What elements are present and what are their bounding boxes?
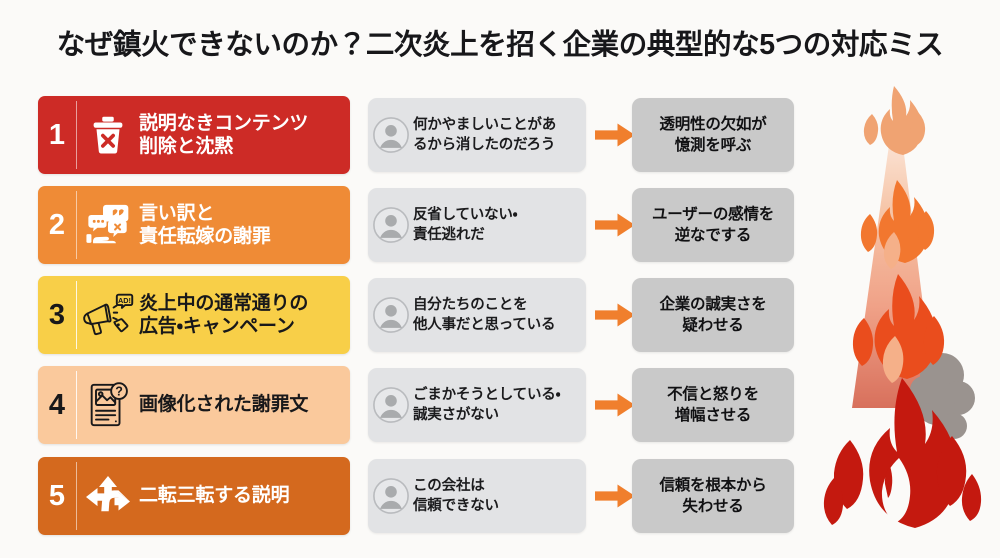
svg-text:?: ?: [115, 384, 123, 398]
result-box-5: 信頼を根本から 失わせる: [632, 459, 794, 533]
trash-delete-icon: [77, 104, 139, 166]
card-divider: [76, 101, 77, 169]
card-label-4: 画像化された謝罪文: [139, 394, 309, 416]
arrow-right-icon: [594, 122, 636, 148]
arrow-right-icon: [594, 392, 636, 418]
user-avatar-icon: [371, 476, 411, 516]
card-label-3: 炎上中の通常通りの 広告・キャンペーン: [139, 292, 309, 337]
step-row-1: 1 説明なきコンテンツ 削除と沈黙 何かやましいことがあ る: [0, 96, 800, 174]
result-box-4: 不信と怒りを 増幅させる: [632, 368, 794, 442]
result-text-3: 企業の誠実さを 疑わせる: [659, 295, 767, 334]
card-divider: [76, 371, 77, 439]
voice-text-5: この会社は 信頼できない: [413, 478, 499, 514]
mistake-card-4[interactable]: 4 ? 画像化された謝罪文: [38, 366, 350, 444]
result-box-1: 透明性の欠如が 憶測を呼ぶ: [632, 98, 794, 172]
voice-text-3: 自分たちのことを 他人事だと思っている: [413, 297, 556, 333]
card-number-5: 5: [48, 479, 66, 512]
result-text-2: ユーザーの感情を 逆なでする: [651, 205, 775, 244]
card-number-1: 1: [48, 118, 66, 151]
result-box-2: ユーザーの感情を 逆なでする: [632, 188, 794, 262]
result-box-3: 企業の誠実さを 疑わせる: [632, 278, 794, 352]
card-number-3: 3: [48, 298, 66, 331]
mistake-card-2[interactable]: 2 言い訳と 責任転嫁の謝罪: [38, 186, 350, 264]
mistake-card-3[interactable]: 3 AD! 炎上中の通常通りの 広告・キャ: [38, 276, 350, 354]
step-row-4: 4 ? 画像化された謝罪文: [0, 366, 800, 444]
step-row-5: 5 二転三転する説明 この会社は 信頼できない: [0, 457, 800, 535]
page-title: なぜ鎮火できないのか？二次炎上を招く企業の典型的な5つの対応ミス: [56, 29, 944, 61]
card-label-2: 言い訳と 責任転嫁の謝罪: [139, 202, 271, 247]
card-label-5: 二転三転する説明: [139, 485, 290, 507]
mistake-card-1[interactable]: 1 説明なきコンテンツ 削除と沈黙: [38, 96, 350, 174]
user-avatar-icon: [371, 385, 411, 425]
result-text-5: 信頼を根本から 失わせる: [659, 476, 767, 515]
user-voice-box-4: ごまかそうとしている・ 誠実さがない: [368, 368, 586, 442]
user-avatar-icon: [371, 205, 411, 245]
burning-flame-illustration: [806, 78, 996, 558]
voice-text-2: 反省していない・ 責任逃れだ: [413, 207, 518, 243]
card-number-4: 4: [48, 388, 66, 421]
card-label-1: 説明なきコンテンツ 削除と沈黙: [139, 112, 309, 157]
step-row-2: 2 言い訳と 責任転嫁の謝罪: [0, 186, 800, 264]
voice-text-4: ごまかそうとしている・ 誠実さがない: [413, 387, 561, 423]
result-text-4: 不信と怒りを 増幅させる: [667, 385, 759, 424]
card-number-2: 2: [48, 208, 66, 241]
user-voice-box-1: 何かやましいことがあ るから消したのだろう: [368, 98, 586, 172]
user-voice-box-5: この会社は 信頼できない: [368, 459, 586, 533]
smoke-puff: [910, 353, 975, 439]
card-divider: [76, 462, 77, 530]
user-avatar-icon: [371, 115, 411, 155]
image-document-question-icon: ?: [77, 374, 139, 436]
card-divider: [76, 281, 77, 349]
step-row-3: 3 AD! 炎上中の通常通りの 広告・キャ: [0, 276, 800, 354]
user-avatar-icon: [371, 295, 411, 335]
megaphone-ad-icon: AD!: [77, 284, 139, 346]
arrow-right-icon: [594, 302, 636, 328]
user-voice-box-2: 反省していない・ 責任逃れだ: [368, 188, 586, 262]
speech-bubbles-hand-icon: [77, 194, 139, 256]
three-way-arrows-icon: [77, 465, 139, 527]
svg-text:AD!: AD!: [118, 296, 131, 305]
user-voice-box-3: 自分たちのことを 他人事だと思っている: [368, 278, 586, 352]
mistake-card-5[interactable]: 5 二転三転する説明: [38, 457, 350, 535]
voice-text-1: 何かやましいことがあ るから消したのだろう: [413, 117, 556, 153]
card-divider: [76, 191, 77, 259]
arrow-right-icon: [594, 483, 636, 509]
arrow-right-icon: [594, 212, 636, 238]
result-text-1: 透明性の欠如が 憶測を呼ぶ: [659, 115, 767, 154]
